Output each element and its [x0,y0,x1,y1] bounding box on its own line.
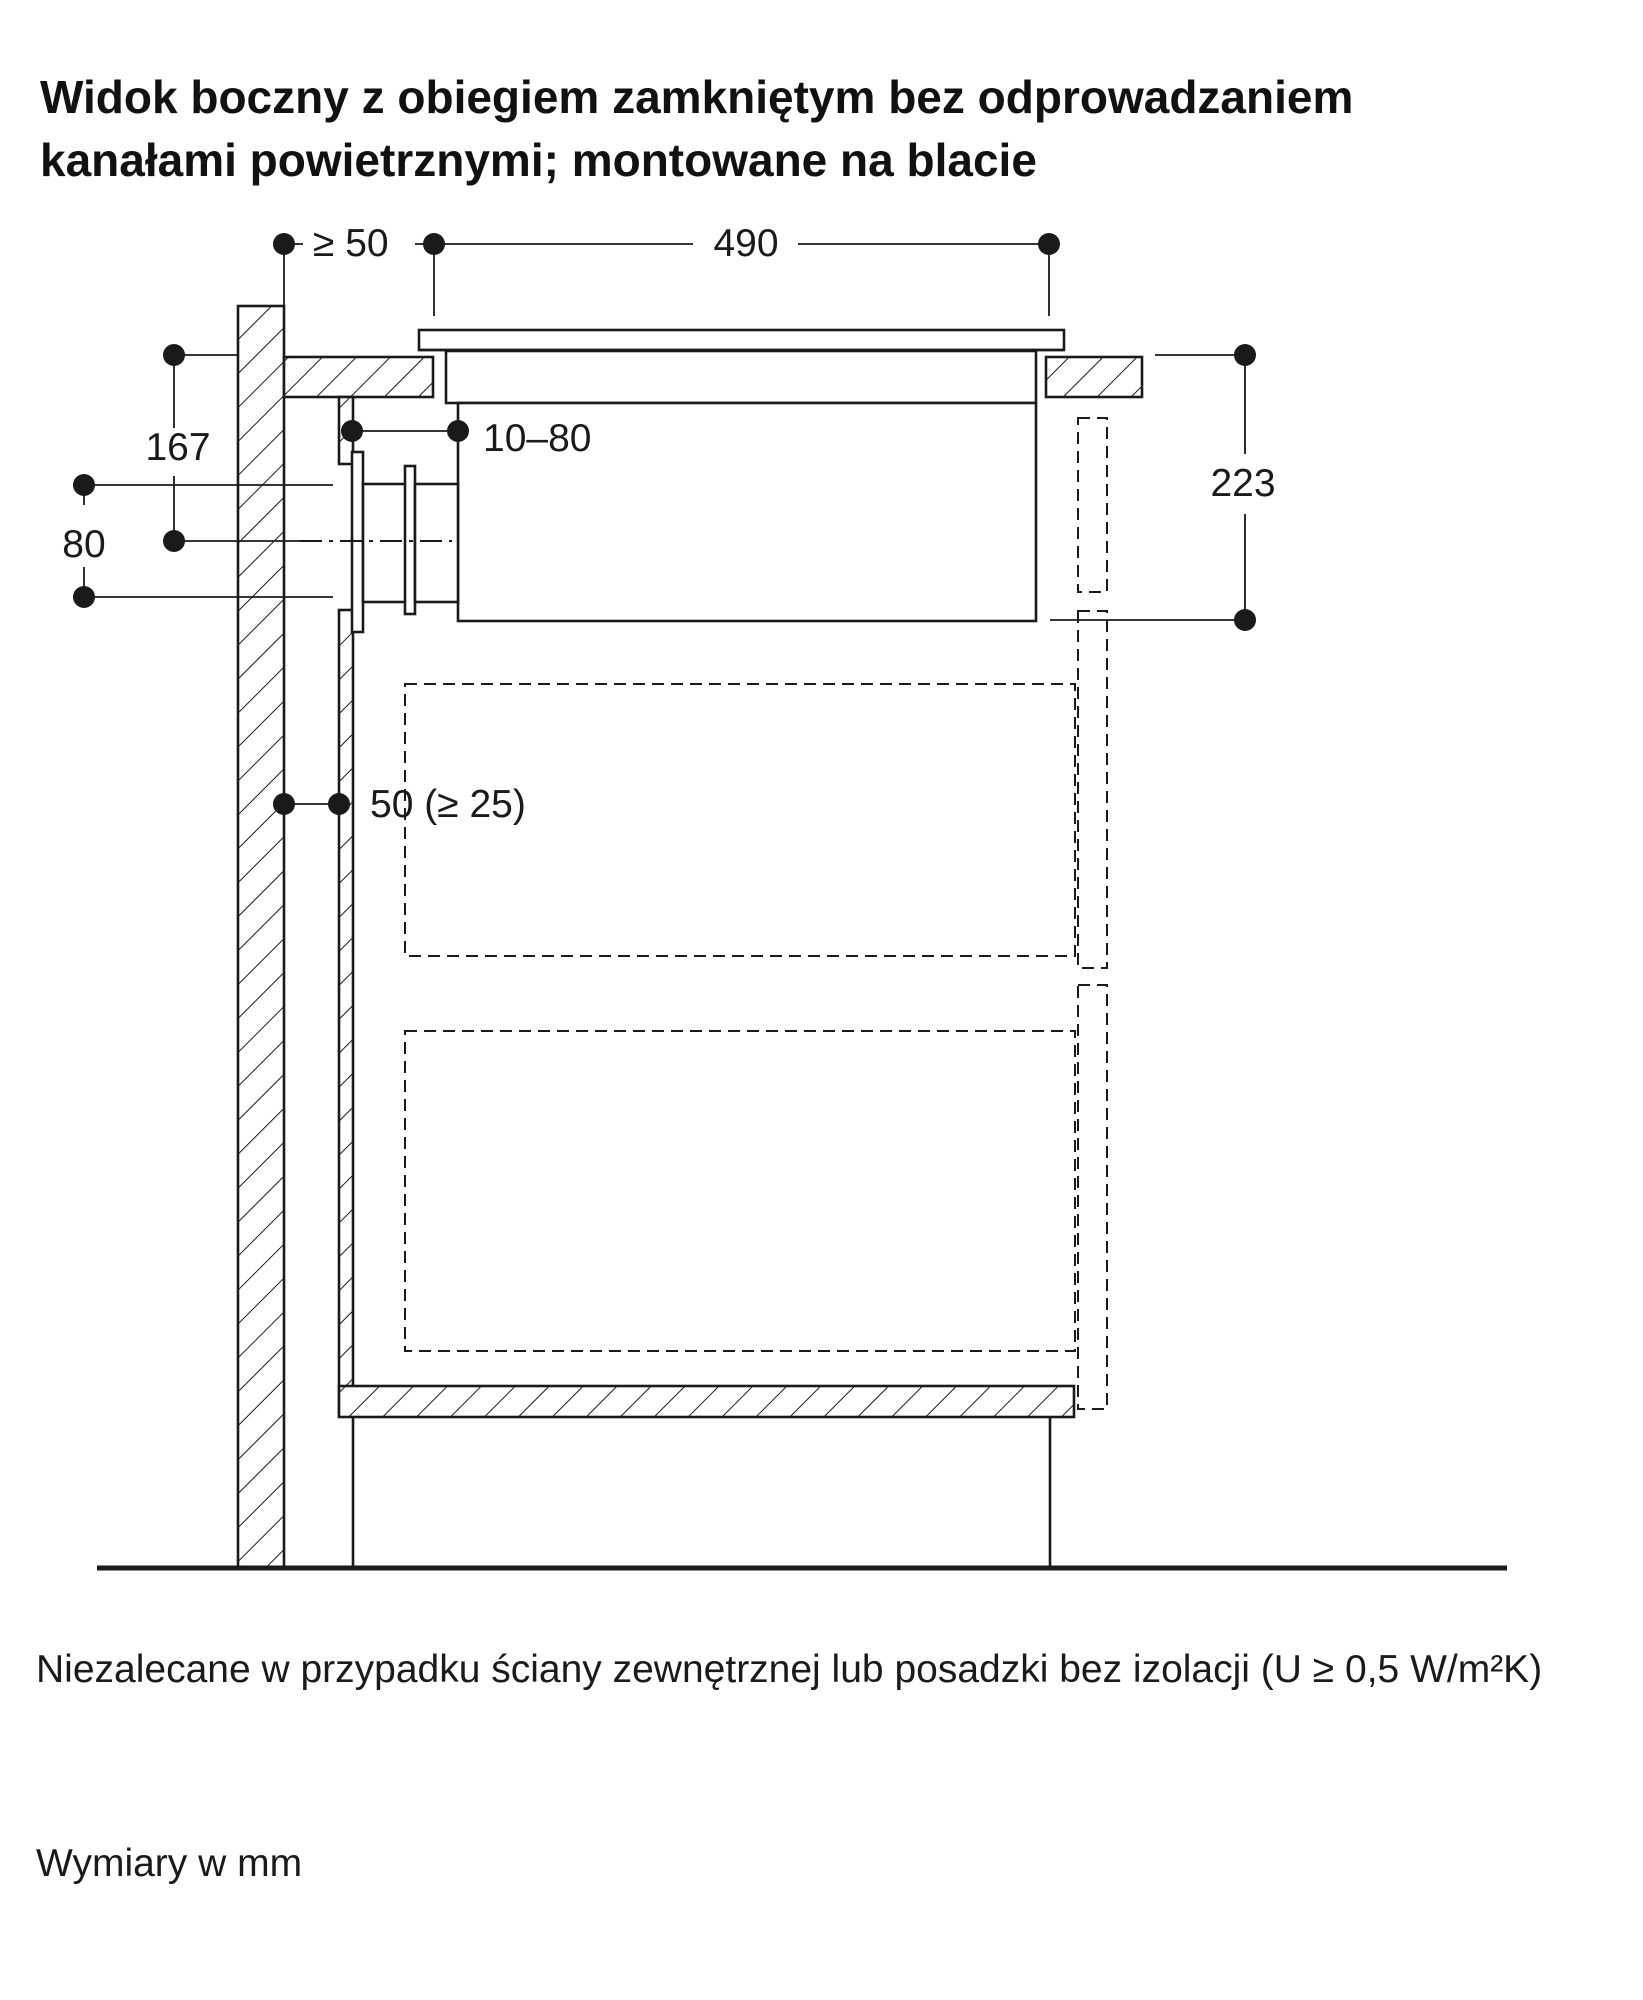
page-title: Widok boczny z obiegiem zamkniętym bez o… [40,66,1560,192]
duct-pipe [413,482,460,604]
dim-duct-diameter: 80 [62,523,105,566]
drawer-lower [404,1030,1076,1352]
dim-gap: 50 (≥ 25) [370,783,526,826]
cooktop-frame [444,349,1038,405]
units-note: Wymiary w mm [36,1842,303,1885]
cabinet-back-panel-lower [337,608,355,1417]
dim-wall-clearance: ≥ 50 [313,222,389,265]
drawer-upper [404,683,1076,957]
title-line-1: Widok boczny z obiegiem zamkniętym bez o… [40,71,1354,123]
cooktop-glass [417,328,1066,352]
dim-width: 490 [713,222,778,265]
duct-connector [361,482,409,604]
countertop-right [1044,355,1144,399]
front-bottom [1077,984,1108,1410]
front-top [1077,417,1108,593]
wall [236,304,286,1570]
title-line-2: kanałami powietrznymi; montowane na blac… [40,134,1037,186]
dim-duct-offset: 10–80 [483,417,591,460]
dim-height-left: 167 [145,426,210,469]
cabinet-bottom [337,1384,1076,1419]
insulation-note: Niezalecane w przypadku ściany zewnętrzn… [36,1648,1543,1691]
dim-height-right: 223 [1210,462,1275,505]
front-middle [1077,610,1108,969]
countertop-left [282,355,435,399]
